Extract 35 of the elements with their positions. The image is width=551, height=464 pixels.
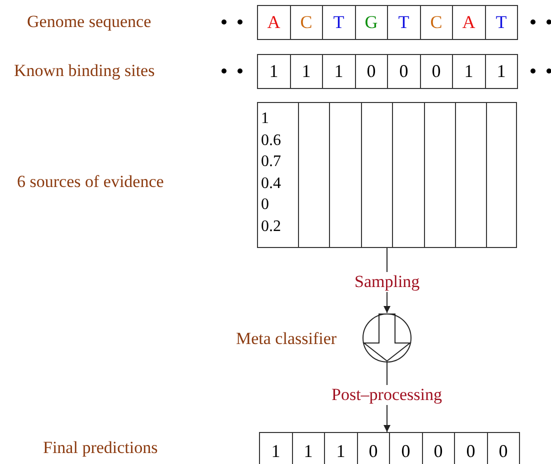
row-heading: Genome sequence [27, 12, 152, 32]
nucleotide-cell: C [290, 5, 323, 40]
nucleotide-cell: A [452, 5, 486, 40]
prediction-cell: 1 [325, 432, 358, 464]
prediction-cell: 0 [358, 432, 390, 464]
edge-label: Post–processing [330, 385, 444, 405]
binding-cell: 0 [420, 54, 453, 89]
binding-cell: 1 [322, 54, 356, 89]
prediction-cell: 0 [390, 432, 422, 464]
prediction-cell: 0 [455, 432, 488, 464]
binding-cell: 0 [354, 54, 388, 89]
classifier-symbol [362, 313, 412, 363]
row-heading: Final predictions [43, 438, 158, 458]
binding-cell: 0 [387, 54, 420, 89]
prediction-row [259, 432, 520, 464]
prediction-cell: 1 [292, 432, 325, 464]
nucleotide-cell: T [322, 5, 356, 40]
evidence-table [257, 102, 517, 248]
evidence-scores: 1 0.6 0.7 0.4 0 0.2 [261, 109, 282, 236]
node-caption: Meta classifier [236, 329, 337, 349]
binding-cell: 1 [290, 54, 323, 89]
nucleotide-cell: A [257, 5, 290, 40]
edge-label: Sampling [352, 272, 422, 292]
nucleotide-cell: C [420, 5, 453, 40]
prediction-cell: 1 [260, 432, 292, 464]
binding-cell: 1 [452, 54, 486, 89]
nucleotide-cell: T [387, 5, 420, 40]
binding-cell: 1 [484, 54, 518, 89]
prediction-cell: 0 [422, 432, 455, 464]
prediction-cell: 0 [488, 432, 520, 464]
binding-cell: 1 [257, 54, 290, 89]
nucleotide-cell: T [484, 5, 518, 40]
row-heading: Known binding sites [14, 61, 155, 81]
row-heading: 6 sources of evidence [17, 172, 164, 192]
nucleotide-cell: G [354, 5, 388, 40]
